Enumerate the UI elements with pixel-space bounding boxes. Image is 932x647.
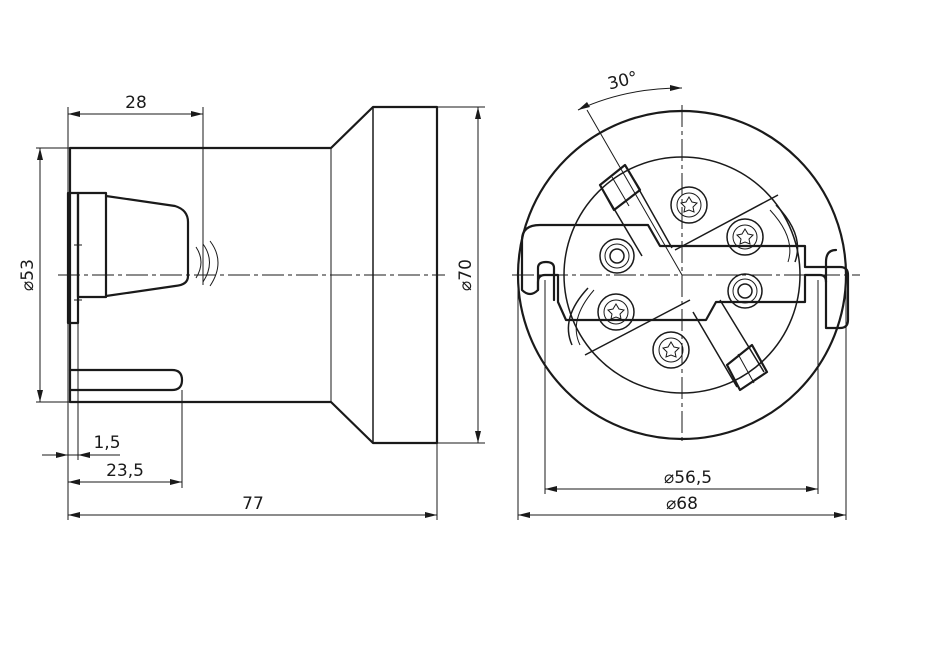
mounting-hole-icon [727,273,763,309]
torx-screw-icon [652,331,690,369]
front-channel-lower [692,299,765,388]
torx-screw-icon [670,186,708,224]
front-spring-left [567,287,589,346]
side-contact-carrier [76,191,108,299]
dim-dia68-label: ⌀68 [666,494,698,514]
side-slot-tab [68,368,184,392]
front-segment-upper-right [674,194,779,251]
side-view: 28 ⌀53 ⌀70 1,5 23,5 77 [18,93,485,520]
side-arc-1 [195,246,202,279]
dim-dia70-label: ⌀70 [456,259,476,291]
dim-28-label: 28 [125,93,147,113]
dim-77-label: 77 [242,494,264,514]
mounting-hole-icon [599,238,635,274]
torx-screw-icon [726,218,764,256]
side-tapered-pin [104,194,190,298]
torx-screw-icon [597,293,635,331]
dim-23-5-label: 23,5 [106,461,144,481]
front-bridge-plate [520,223,850,330]
dim-dia56-5-label: ⌀56,5 [664,468,712,488]
side-arc-3 [209,240,219,287]
front-guide-upper [598,163,642,212]
front-guide-lower [725,343,769,392]
dim-30deg-label: 30° [606,68,640,95]
front-spring-right [775,204,799,263]
dim-dia53-label: ⌀53 [18,259,38,291]
side-arc-2 [202,243,210,283]
dim-1-5-label: 1,5 [93,433,120,453]
front-segment-lower-left [584,299,691,356]
front-view: 30° ⌀56,5 ⌀68 [512,68,860,520]
